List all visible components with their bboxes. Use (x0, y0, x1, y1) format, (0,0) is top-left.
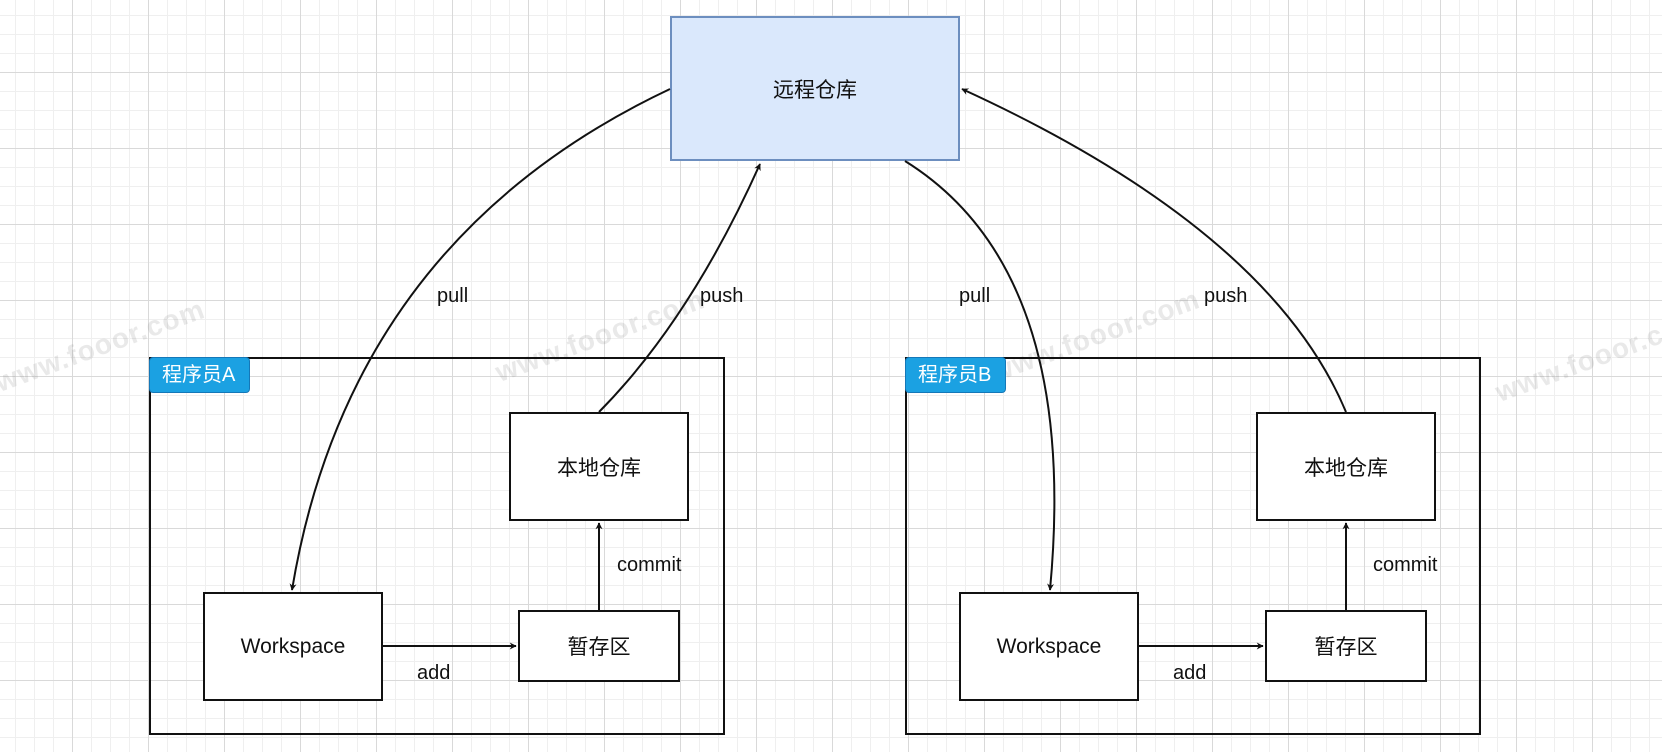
edge-push-a (598, 163, 761, 413)
edge-push-b (961, 88, 1347, 413)
local-repo-node-a: 本地仓库 (509, 412, 689, 521)
remote-repo-label: 远程仓库 (773, 78, 857, 102)
staging-node-a: 暂存区 (518, 610, 680, 682)
edge-label-push-a: push (700, 285, 744, 307)
edge-label-add-b: add (1173, 662, 1207, 684)
remote-repo-node: 远程仓库 (670, 16, 960, 161)
staging-label-b: 暂存区 (1314, 636, 1378, 659)
staging-label-a: 暂存区 (567, 636, 631, 659)
edge-label-commit-b: commit (1373, 554, 1438, 576)
local-repo-label-a: 本地仓库 (557, 456, 641, 480)
edge-label-push-b: push (1204, 285, 1248, 307)
edge-label-commit-a: commit (617, 554, 682, 576)
workspace-node-b: Workspace (959, 592, 1139, 701)
local-repo-node-b: 本地仓库 (1256, 412, 1436, 521)
edge-label-pull-b: pull (959, 285, 991, 307)
group-title-a: 程序员A (149, 357, 251, 393)
local-repo-label-b: 本地仓库 (1304, 456, 1388, 480)
edge-pull-b (904, 160, 1056, 591)
group-programmer-b: 程序员B (905, 357, 1481, 735)
workspace-node-a: Workspace (203, 592, 383, 701)
staging-node-b: 暂存区 (1265, 610, 1427, 682)
edge-label-pull-a: pull (437, 285, 469, 307)
workspace-label-a: Workspace (240, 634, 346, 658)
workspace-label-b: Workspace (996, 634, 1102, 658)
edge-pull-a (289, 88, 671, 591)
edge-label-add-a: add (417, 662, 451, 684)
group-title-b: 程序员B (905, 357, 1007, 393)
group-programmer-a: 程序员A (149, 357, 725, 735)
